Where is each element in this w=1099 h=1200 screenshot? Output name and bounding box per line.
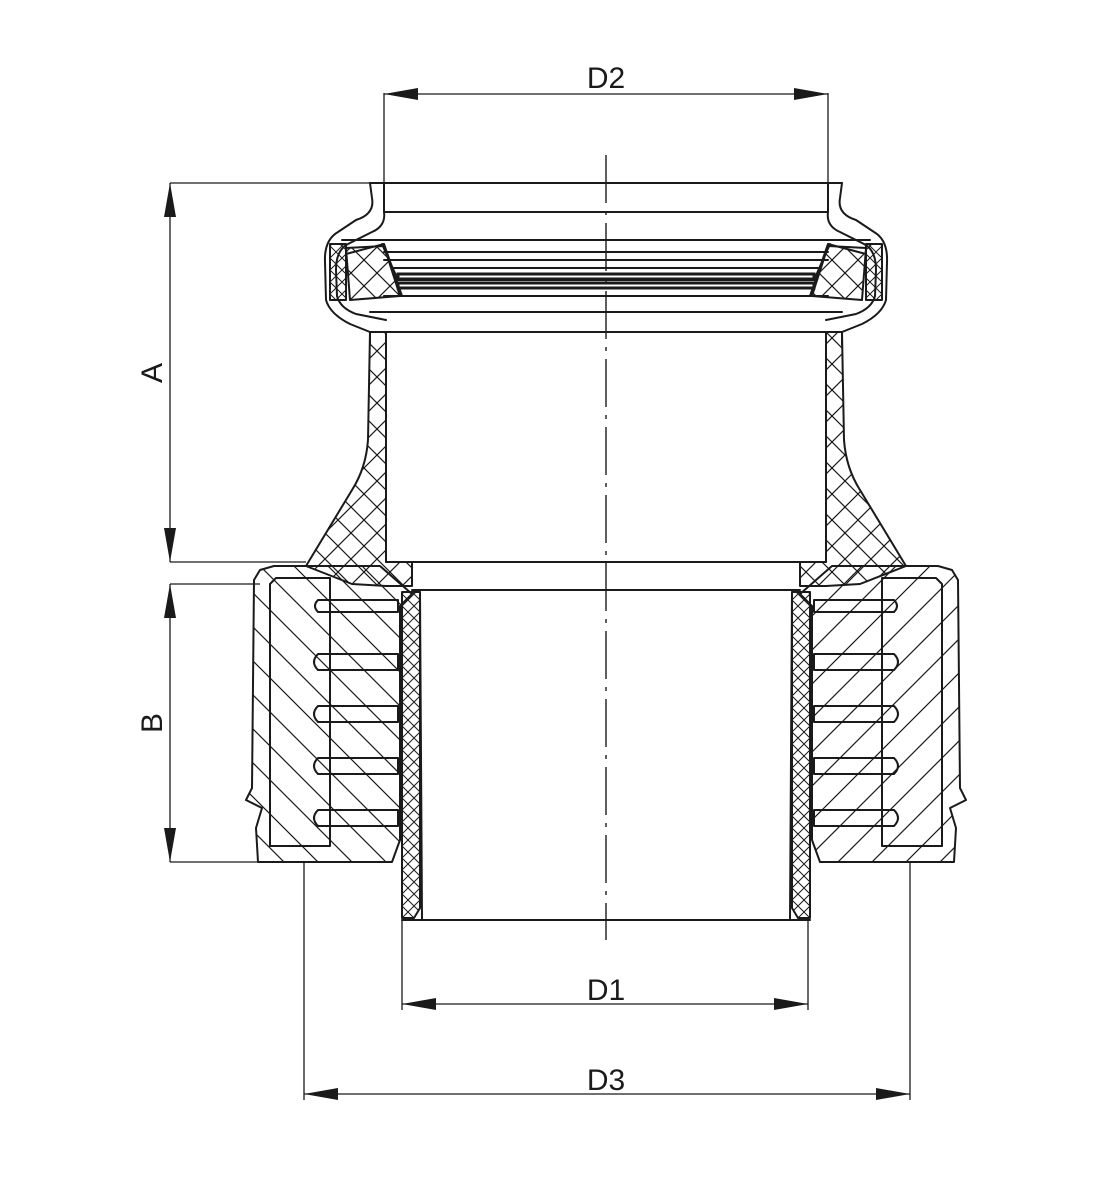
pipe-body-walls bbox=[305, 331, 907, 591]
dimension-d1-label: D1 bbox=[587, 974, 625, 1007]
thread-fins-right bbox=[813, 599, 899, 827]
dimension-d2: D2 bbox=[383, 62, 829, 183]
dimension-b: B bbox=[136, 583, 260, 863]
dimension-a: A bbox=[136, 182, 370, 563]
dimension-d2-label: D2 bbox=[587, 62, 625, 95]
dimension-d3: D3 bbox=[303, 862, 911, 1100]
dimension-b-label: B bbox=[136, 713, 169, 733]
threaded-nut bbox=[245, 565, 967, 863]
dimension-d3-label: D3 bbox=[587, 1064, 625, 1097]
thread-fins-left bbox=[313, 599, 399, 827]
dimension-a-label: A bbox=[136, 363, 169, 383]
dimension-d1: D1 bbox=[401, 920, 809, 1010]
spigot-tube bbox=[401, 591, 811, 921]
